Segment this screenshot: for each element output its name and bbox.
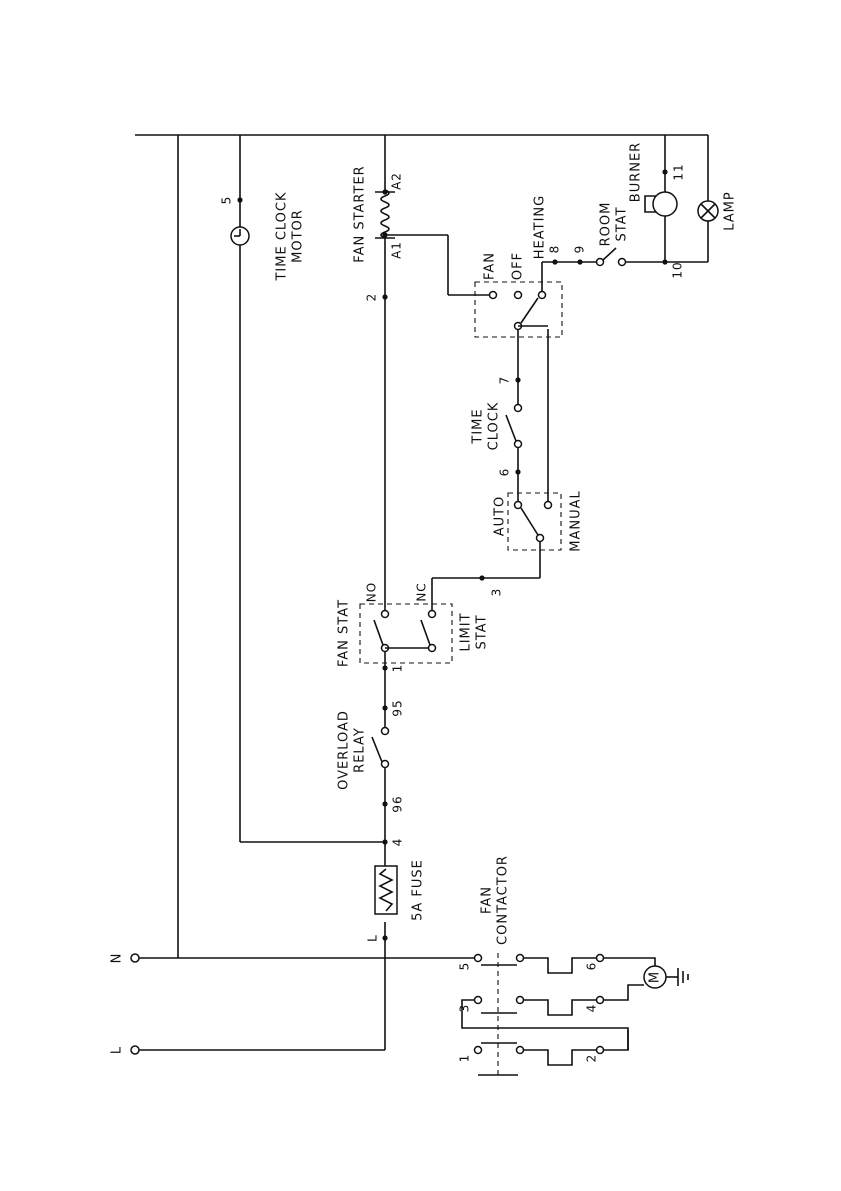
off-position-label: OFF xyxy=(511,252,526,280)
terminal-10-dot xyxy=(662,259,667,264)
contactor-pole-2 xyxy=(462,985,644,1050)
overload-relay-label-2: RELAY xyxy=(353,727,368,773)
terminal-4-dot xyxy=(382,839,387,844)
fan-starter-coil xyxy=(375,190,395,238)
lamp-label: LAMP xyxy=(723,191,738,231)
lamp-symbol xyxy=(698,201,718,221)
terminal-8-dot xyxy=(552,259,557,264)
fuse-label: 5A FUSE xyxy=(411,859,426,921)
fan-stat-contact xyxy=(374,611,432,652)
burner-label: BURNER xyxy=(629,142,644,202)
terminal-11-label: 11 xyxy=(672,163,686,180)
time-clock-motor-label-2: MOTOR xyxy=(291,209,306,263)
contactor-terminal-2-label: 2 xyxy=(585,1054,599,1063)
contactor-terminal-4-label: 4 xyxy=(585,1004,599,1013)
terminal-95-dot xyxy=(382,705,387,710)
terminal-6-label: 6 xyxy=(498,468,512,477)
coil-a1-dot xyxy=(382,232,387,237)
coil-a2-dot xyxy=(382,189,387,194)
live-supply-terminal xyxy=(131,1046,139,1054)
terminal-9-dot xyxy=(577,259,582,264)
contactor-terminal-1-label: 1 xyxy=(458,1054,472,1063)
time-clock-motor-symbol xyxy=(231,227,249,245)
time-clock-contact xyxy=(506,405,522,448)
terminal-7-label: 7 xyxy=(498,376,512,385)
time-clock-motor-label-1: TIME CLOCK xyxy=(275,191,290,281)
coil-a2-label: A2 xyxy=(390,172,404,190)
fan-limit-stat-enclosure xyxy=(360,604,452,663)
limit-stat-label-1: LIMIT xyxy=(459,612,474,651)
terminal-96-label: 96 xyxy=(391,795,405,812)
terminal-l-label: L xyxy=(366,934,380,942)
fuse-5a xyxy=(375,866,397,914)
terminal-96-dot xyxy=(382,801,387,806)
room-stat-label-1: ROOM xyxy=(599,202,614,247)
motor-label: M xyxy=(648,971,663,983)
nc-label: NC xyxy=(415,582,429,601)
time-clock-wiring xyxy=(518,329,548,501)
terminal-5-label: 5 xyxy=(220,196,234,205)
terminal-1-label: 1 xyxy=(391,664,405,673)
coil-a1-label: A1 xyxy=(390,241,404,259)
limit-stat-wiring xyxy=(432,542,540,611)
limit-stat-contact xyxy=(421,611,436,652)
contactor-pole-3 xyxy=(475,955,656,974)
terminal-7-dot xyxy=(515,377,520,382)
overload-relay-contact xyxy=(372,728,389,768)
terminal-3-label: 3 xyxy=(490,588,504,597)
no-label: NO xyxy=(365,582,379,602)
room-stat-label-2: STAT xyxy=(615,206,630,241)
heating-position-label: HEATING xyxy=(533,195,548,259)
room-stat-contact xyxy=(597,248,626,266)
terminal-5-dot xyxy=(237,197,242,202)
fan-contactor-label-1: FAN xyxy=(480,886,495,914)
terminal-95-label: 95 xyxy=(391,699,405,716)
terminal-2-dot xyxy=(382,294,387,299)
manual-label: MANUAL xyxy=(569,490,584,552)
contactor-terminal-6-label: 6 xyxy=(585,962,599,971)
limit-stat-label-2: STAT xyxy=(475,614,490,649)
fan-starter-label: FAN STARTER xyxy=(353,165,368,262)
contactor-terminal-5-label: 5 xyxy=(458,962,472,971)
time-clock-label-1: TIME xyxy=(471,408,486,444)
terminal-10-label: 10 xyxy=(671,261,685,278)
fan-stat-label: FAN STAT xyxy=(337,599,352,667)
auto-manual-switch xyxy=(515,502,552,542)
terminal-9-label: 9 xyxy=(573,245,587,254)
terminal-3-dot xyxy=(479,575,484,580)
terminal-2-label: 2 xyxy=(365,293,379,302)
fan-off-heating-selector xyxy=(490,292,549,330)
terminal-1-dot xyxy=(382,665,387,670)
live-label: L xyxy=(110,1046,125,1054)
neutral-supply-terminal xyxy=(131,954,139,962)
auto-label: AUTO xyxy=(493,496,508,537)
time-clock-label-2: CLOCK xyxy=(487,402,502,451)
contactor-terminal-3-label: 3 xyxy=(458,1004,472,1013)
terminal-4-label: 4 xyxy=(391,838,405,847)
terminal-l-dot xyxy=(382,935,387,940)
fan-position-label: FAN xyxy=(483,252,498,280)
neutral-label: N xyxy=(110,953,125,964)
terminal-6-dot xyxy=(515,469,520,474)
overload-relay-label-1: OVERLOAD xyxy=(337,710,352,790)
terminal-8-label: 8 xyxy=(548,245,562,254)
burner-symbol xyxy=(645,192,677,216)
fan-contactor-label-2: CONTACTOR xyxy=(496,855,511,945)
terminal-11-dot xyxy=(662,169,667,174)
